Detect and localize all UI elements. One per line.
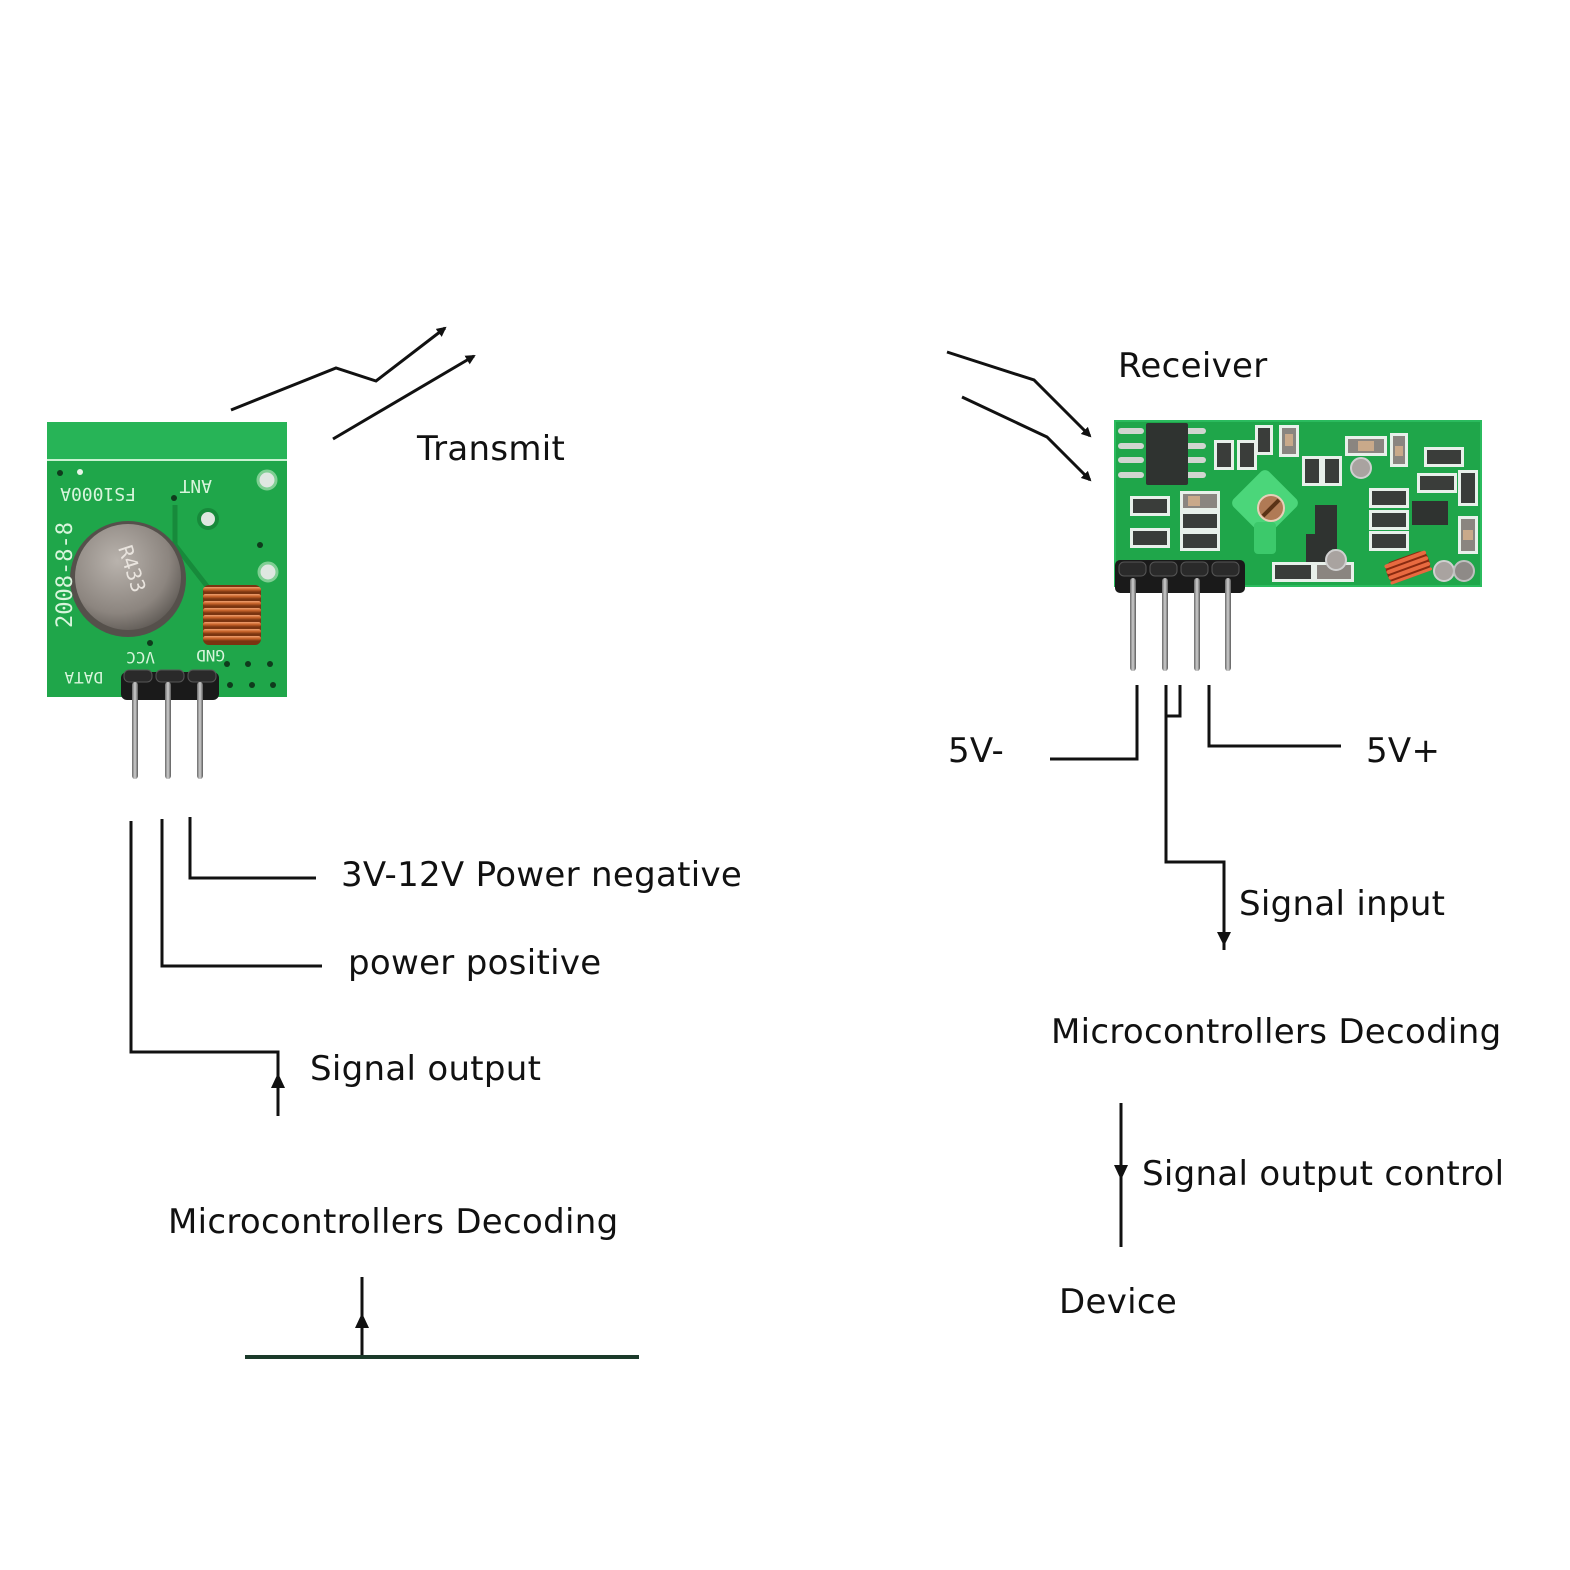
smd-components [1130,425,1478,582]
transmitter-decoder-label: Microcontrollers Decoding [168,1202,619,1242]
transmitter-decoder-connection [245,1277,639,1359]
receiver-pin-header [1115,560,1245,671]
receiver-decoder-label: Microcontrollers Decoding [1051,1012,1502,1052]
leader-5v-negative [1050,685,1139,761]
leader-signal-input [1164,685,1226,950]
transmitter-module: R433 FS1000A ANT 2008-8-8 DATA VCC GND [47,422,287,779]
pin [1130,578,1136,671]
receive-wave-icon [946,350,1092,482]
transmit-wave-icon [230,326,476,441]
via-hole [257,561,279,583]
label-5v-negative: 5V- [948,731,1005,771]
label-power-negative: 3V-12V Power negative [341,855,743,895]
trimmer-potentiometer [1232,470,1298,554]
receiver-title: Receiver [1118,346,1268,386]
ic-chip [1118,423,1206,485]
pin [1225,578,1231,671]
antenna-strip [47,422,287,459]
receiver-wiring [1050,685,1341,950]
via-hole [256,469,278,491]
antenna-label: ANT [179,475,212,496]
arrow-down-icon [1217,932,1231,946]
pin-label-gnd: GND [196,646,225,665]
label-signal-output-control: Signal output control [1142,1154,1505,1194]
pin [165,682,171,779]
leader-signal-output [129,821,280,1116]
arrow-up-icon [355,1313,369,1328]
receiver-coil [1384,550,1433,585]
receiver-control-connection [1114,1103,1128,1247]
pin [132,682,138,779]
date-label: 2008-8-8 [53,522,78,628]
model-label: FS1000A [60,483,136,504]
transistor [1412,501,1448,525]
via-hole [197,508,219,530]
pin-label-data: DATA [64,668,103,687]
label-5v-positive: 5V+ [1366,731,1441,771]
pin [1162,578,1168,671]
transmit-title: Transmit [417,429,566,469]
arrow-down-icon [1114,1165,1128,1180]
leader-power-positive [160,819,322,968]
device-label: Device [1059,1282,1178,1322]
receiver-module [1114,420,1482,671]
pin-label-vcc: VCC [126,648,155,667]
copper-coil [203,585,261,645]
leader-data-bridge [1166,685,1182,718]
leader-5v-positive [1207,685,1341,748]
pin [1194,578,1200,671]
pin [197,682,203,779]
arrow-up-icon [271,1073,285,1088]
label-signal-output: Signal output [310,1049,542,1089]
label-signal-input: Signal input [1239,884,1446,924]
label-power-positive: power positive [348,943,602,983]
transmitter-wiring [129,817,322,1116]
leader-power-negative [188,817,316,880]
transmitter-pin-header [121,669,219,779]
